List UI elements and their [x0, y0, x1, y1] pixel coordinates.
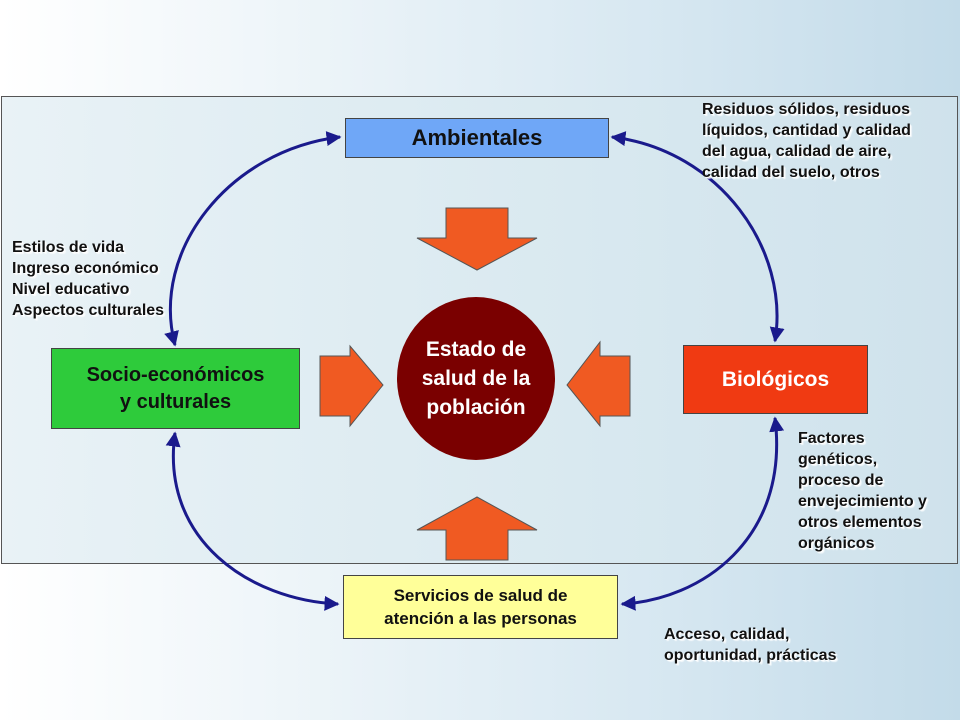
note-biologicos: Factores genéticos, proceso de envejecim…	[798, 428, 927, 554]
note-line: líquidos, cantidad y calidad	[702, 122, 911, 139]
node-servicios-salud: Servicios de salud de atención a las per…	[343, 575, 618, 639]
connector-ambientales-biologicos	[610, 131, 785, 343]
node-socio-label-line: Socio-económicos	[86, 363, 265, 386]
note-line: orgánicos	[798, 535, 875, 552]
note-line: otros elementos	[798, 514, 922, 531]
note-socio-economicos: Estilos de vida Ingreso económico Nivel …	[12, 237, 164, 321]
note-line: Estilos de vida	[12, 239, 125, 256]
node-socio-label-line: y culturales	[119, 390, 232, 413]
note-line: Acceso, calidad,	[664, 626, 790, 643]
note-line: Factores	[798, 430, 865, 447]
node-ambientales-label: Ambientales	[411, 125, 543, 150]
connector-biologicos-servicios	[620, 416, 785, 611]
note-line: calidad del suelo, otros	[702, 164, 880, 181]
note-ambientales: Residuos sólidos, residuos líquidos, can…	[702, 99, 911, 183]
node-biologicos: Biológicos	[683, 345, 868, 414]
node-ambientales: Ambientales	[345, 118, 609, 158]
node-socio-economicos: Socio-económicos y culturales	[51, 348, 300, 429]
node-estado-de-salud: Estado de salud de la población	[397, 297, 555, 460]
note-line: proceso de	[798, 472, 884, 489]
block-arrow-left	[566, 340, 631, 428]
block-arrow-up	[416, 496, 538, 561]
node-servicios-label-line: Servicios de salud de	[393, 586, 568, 605]
connector-socio-servicios	[165, 431, 340, 611]
center-label-line: salud de la	[421, 367, 531, 390]
note-servicios: Acceso, calidad, oportunidad, prácticas	[664, 624, 836, 666]
note-line: oportunidad, prácticas	[664, 647, 837, 664]
note-line: del agua, calidad de aire,	[702, 143, 892, 160]
connector-ambientales-socio	[164, 131, 342, 347]
center-label-line: población	[426, 396, 526, 419]
note-line: genéticos,	[798, 451, 878, 468]
node-biologicos-label: Biológicos	[721, 367, 830, 391]
note-line: Aspectos culturales	[12, 302, 165, 319]
block-arrow-right	[319, 344, 384, 428]
note-line: Nivel educativo	[12, 281, 130, 298]
center-label-line: Estado de	[425, 338, 527, 361]
node-servicios-label-line: atención a las personas	[384, 609, 577, 628]
block-arrow-down	[416, 207, 538, 271]
note-line: envejecimiento y	[798, 493, 927, 510]
note-line: Residuos sólidos, residuos	[702, 101, 911, 118]
note-line: Ingreso económico	[12, 260, 159, 277]
